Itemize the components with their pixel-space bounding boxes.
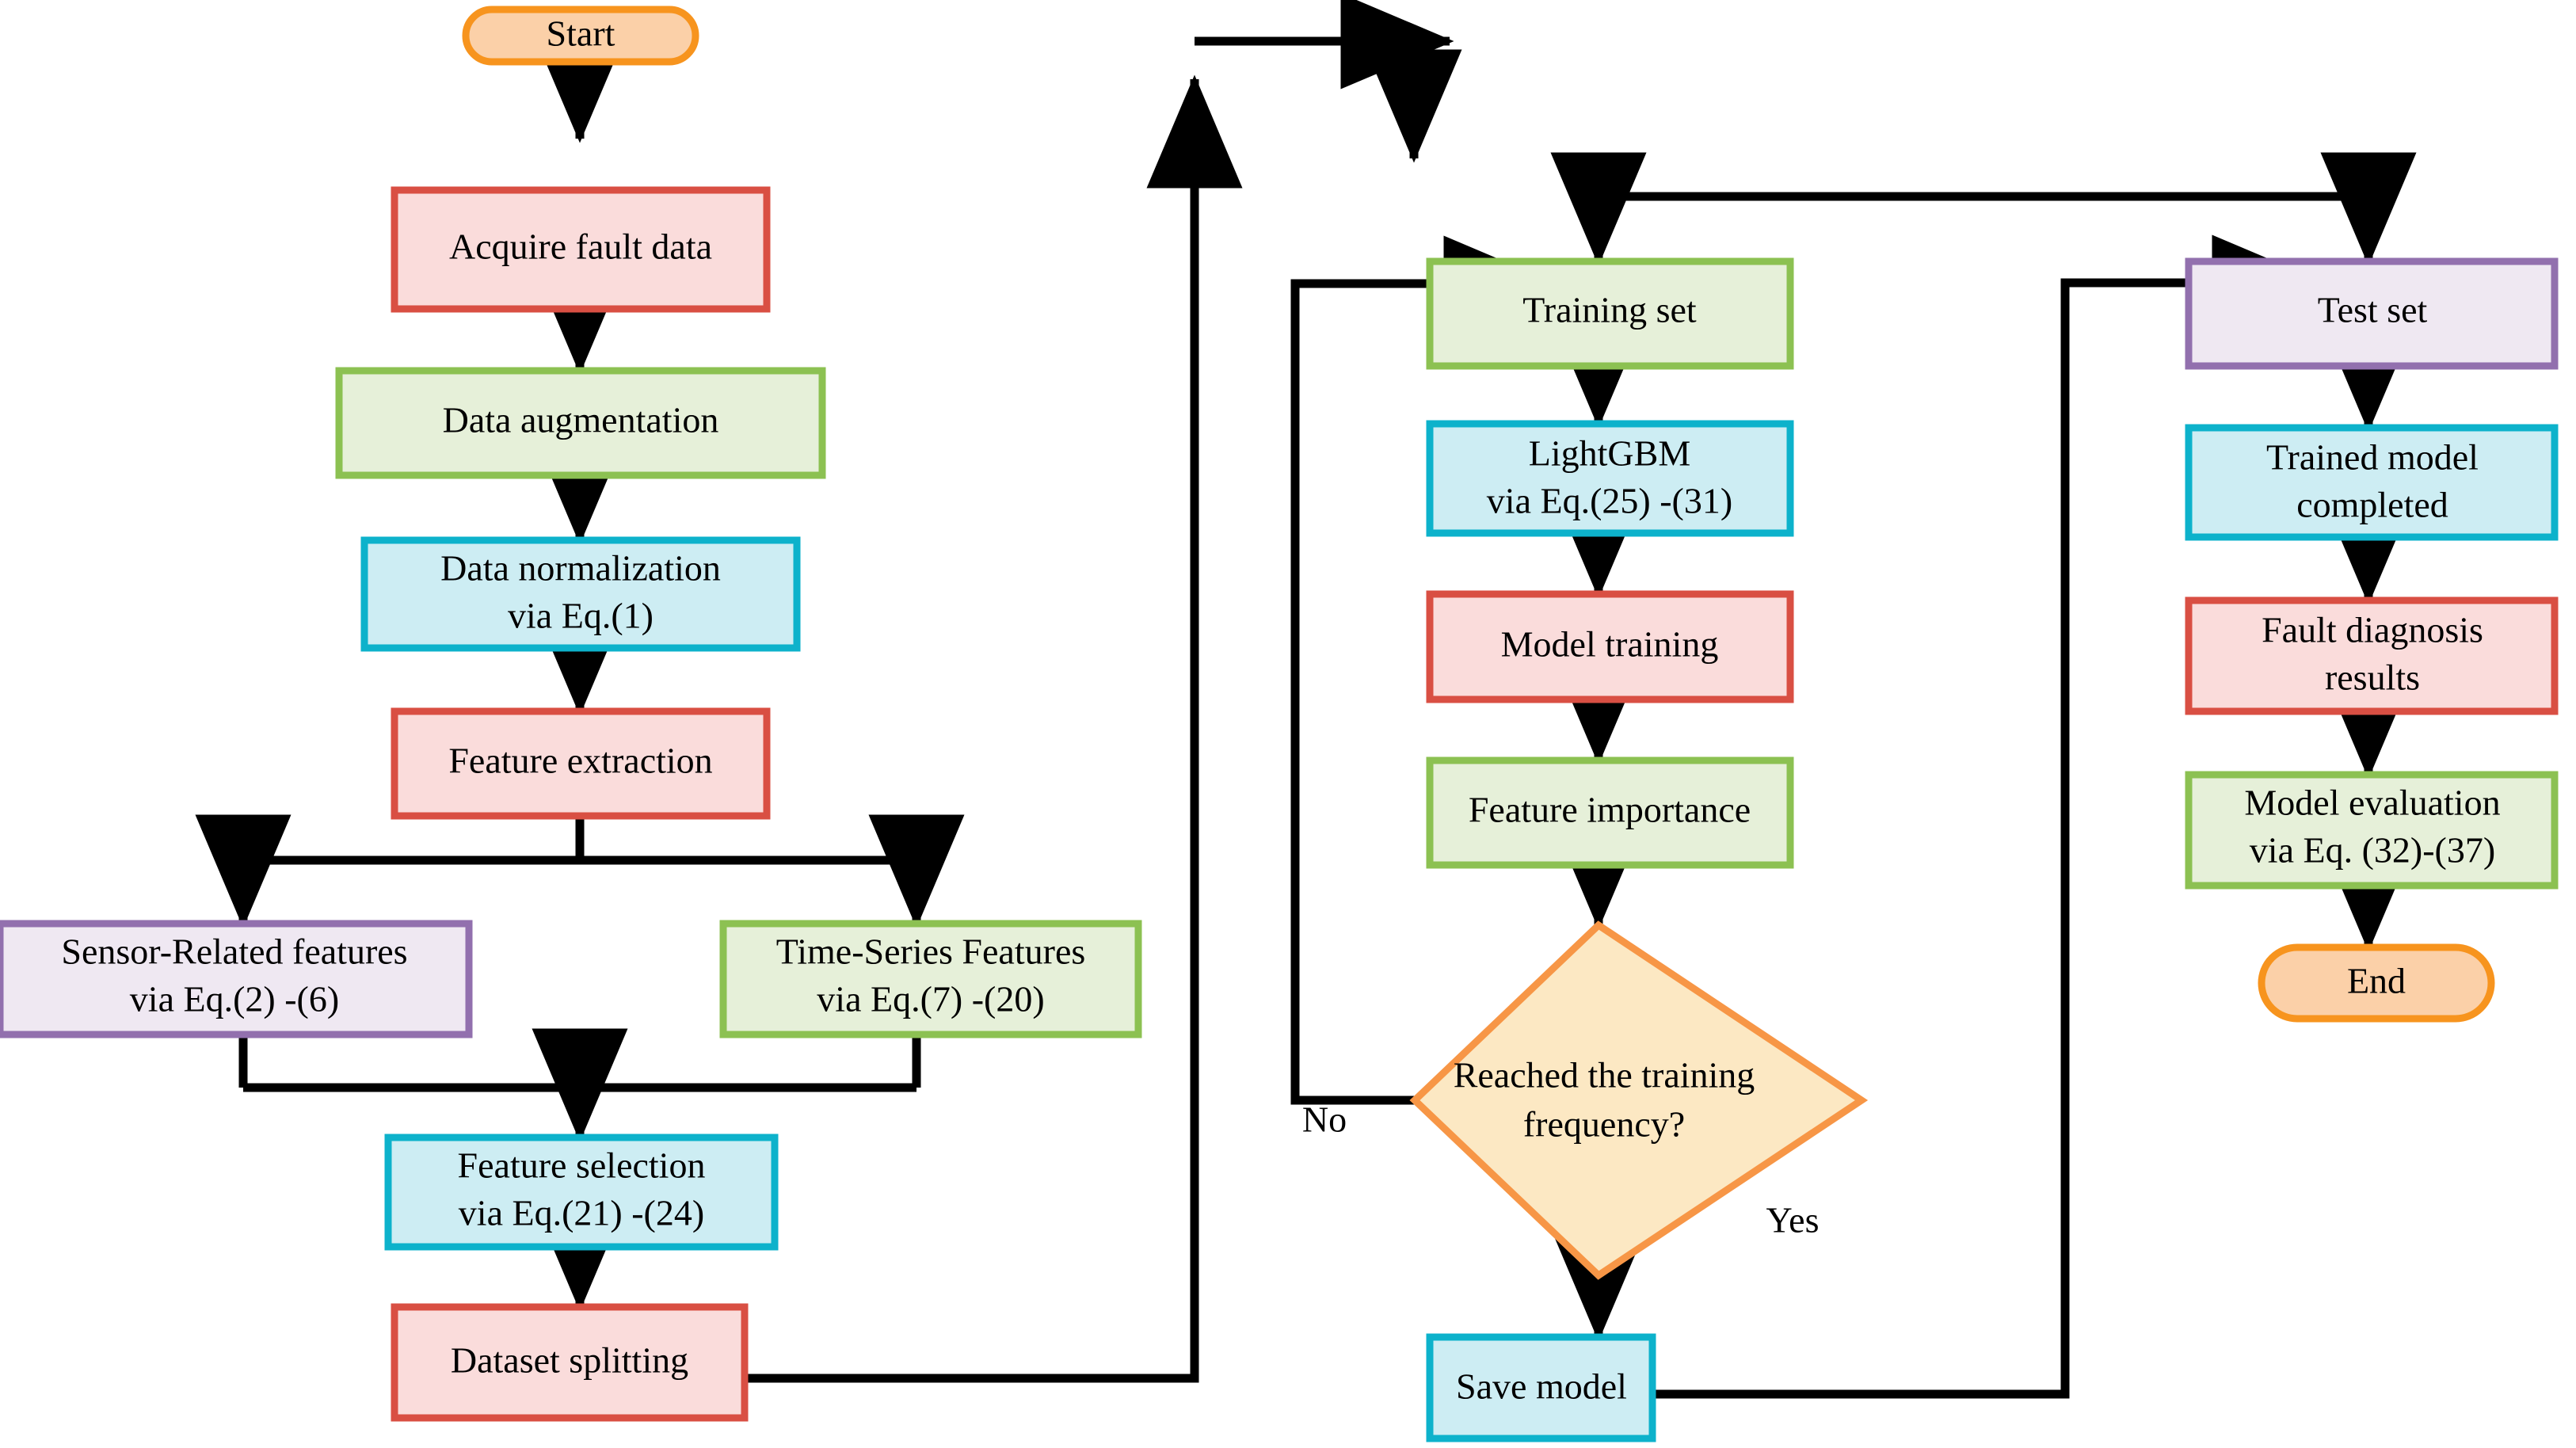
trainedmodel-label-line1: Trained model <box>2266 437 2479 478</box>
node-data-normalization[interactable]: Data normalization via Eq.(1) <box>360 536 801 652</box>
lightgbm-label-line1: LightGBM <box>1529 433 1690 474</box>
node-model-evaluation[interactable]: Model evaluation via Eq. (32)-(37) <box>2185 771 2559 890</box>
node-fault-diagnosis-results[interactable]: Fault diagnosis results <box>2185 596 2559 715</box>
augment-shape <box>335 367 826 479</box>
testset-shape <box>2185 257 2559 370</box>
node-time-series-features[interactable]: Time-Series Features via Eq.(7) -(20) <box>719 920 1142 1038</box>
evaluation-label-line2: via Eq. (32)-(37) <box>2250 830 2495 871</box>
augment-label: Data augmentation <box>443 400 719 440</box>
node-decision-training-frequency[interactable]: Reached the training frequency? <box>1409 920 1869 1280</box>
decision-label-line2: frequency? <box>1523 1104 1685 1145</box>
node-dataset-splitting[interactable]: Dataset splitting <box>391 1303 749 1422</box>
node-data-augmentation[interactable]: Data augmentation <box>335 367 826 479</box>
node-trained-model-completed[interactable]: Trained model completed <box>2185 424 2559 541</box>
edge-no-loop <box>1290 235 1557 1105</box>
normalize-label-line2: via Eq.(1) <box>508 596 654 636</box>
node-acquire-fault-data[interactable]: Acquire fault data <box>391 186 771 313</box>
lightgbm-shape <box>1426 420 1794 537</box>
timeseries-label-line2: via Eq.(7) -(20) <box>817 979 1044 1019</box>
end-shape <box>2258 943 2495 1023</box>
sensor-shape <box>0 920 473 1038</box>
sensor-label-line1: Sensor-Related features <box>61 932 407 972</box>
splitting-label: Dataset splitting <box>451 1340 688 1381</box>
node-save-model[interactable]: Save model <box>1426 1333 1656 1442</box>
node-feature-extraction[interactable]: Feature extraction <box>391 707 771 820</box>
timeseries-label-line1: Time-Series Features <box>776 932 1086 972</box>
node-model-training[interactable]: Model training <box>1426 590 1794 703</box>
decision-label-line1: Reached the training <box>1454 1055 1755 1096</box>
edge-label-no: No <box>1302 1099 1347 1140</box>
acquire-shape <box>391 186 771 313</box>
node-feature-selection[interactable]: Feature selection via Eq.(21) -(24) <box>384 1134 779 1251</box>
training-shape <box>1426 257 1794 370</box>
acquire-label: Acquire fault data <box>449 227 712 267</box>
end-label: End <box>2347 961 2406 1001</box>
connector-layer <box>195 0 2417 1399</box>
featimportance-shape <box>1426 756 1794 869</box>
node-start[interactable]: Start <box>462 6 699 66</box>
timeseries-shape <box>719 920 1142 1038</box>
evaluation-label-line1: Model evaluation <box>2244 783 2500 823</box>
node-training-set[interactable]: Training set <box>1426 257 1794 370</box>
training-label: Training set <box>1522 290 1697 330</box>
trainedmodel-label-line2: completed <box>2296 485 2448 525</box>
decision-shape <box>1409 920 1869 1280</box>
savemodel-shape <box>1426 1333 1656 1442</box>
node-end[interactable]: End <box>2258 943 2495 1023</box>
selection-label-line1: Feature selection <box>458 1145 706 1186</box>
start-label: Start <box>547 13 615 54</box>
node-lightgbm[interactable]: LightGBM via Eq.(25) -(31) <box>1426 420 1794 537</box>
node-sensor-related-features[interactable]: Sensor-Related features via Eq.(2) -(6) <box>0 920 473 1038</box>
faultresults-label-line1: Fault diagnosis <box>2262 610 2483 650</box>
savemodel-label: Save model <box>1456 1366 1627 1407</box>
splitting-shape <box>391 1303 749 1422</box>
edge-label-yes: Yes <box>1766 1200 1820 1240</box>
faultresults-label-line2: results <box>2325 657 2420 698</box>
normalize-label-line1: Data normalization <box>440 548 721 589</box>
selection-label-line2: via Eq.(21) -(24) <box>459 1193 704 1233</box>
node-test-set[interactable]: Test set <box>2185 257 2559 370</box>
modeltraining-shape <box>1426 590 1794 703</box>
faultresults-shape <box>2185 596 2559 715</box>
extract-label: Feature extraction <box>448 741 712 781</box>
modeltraining-label: Model training <box>1501 624 1719 665</box>
lightgbm-label-line2: via Eq.(25) -(31) <box>1487 481 1732 521</box>
extract-shape <box>391 707 771 820</box>
trainedmodel-shape <box>2185 424 2559 541</box>
node-feature-importance[interactable]: Feature importance <box>1426 756 1794 869</box>
featimportance-label: Feature importance <box>1469 790 1751 830</box>
start-shape <box>462 6 699 66</box>
evaluation-shape <box>2185 771 2559 890</box>
sensor-label-line2: via Eq.(2) -(6) <box>130 979 339 1019</box>
selection-shape <box>384 1134 779 1251</box>
normalize-shape <box>360 536 801 652</box>
testset-label: Test set <box>2318 290 2428 330</box>
edge-splitting-to-topbus <box>745 74 1243 1383</box>
